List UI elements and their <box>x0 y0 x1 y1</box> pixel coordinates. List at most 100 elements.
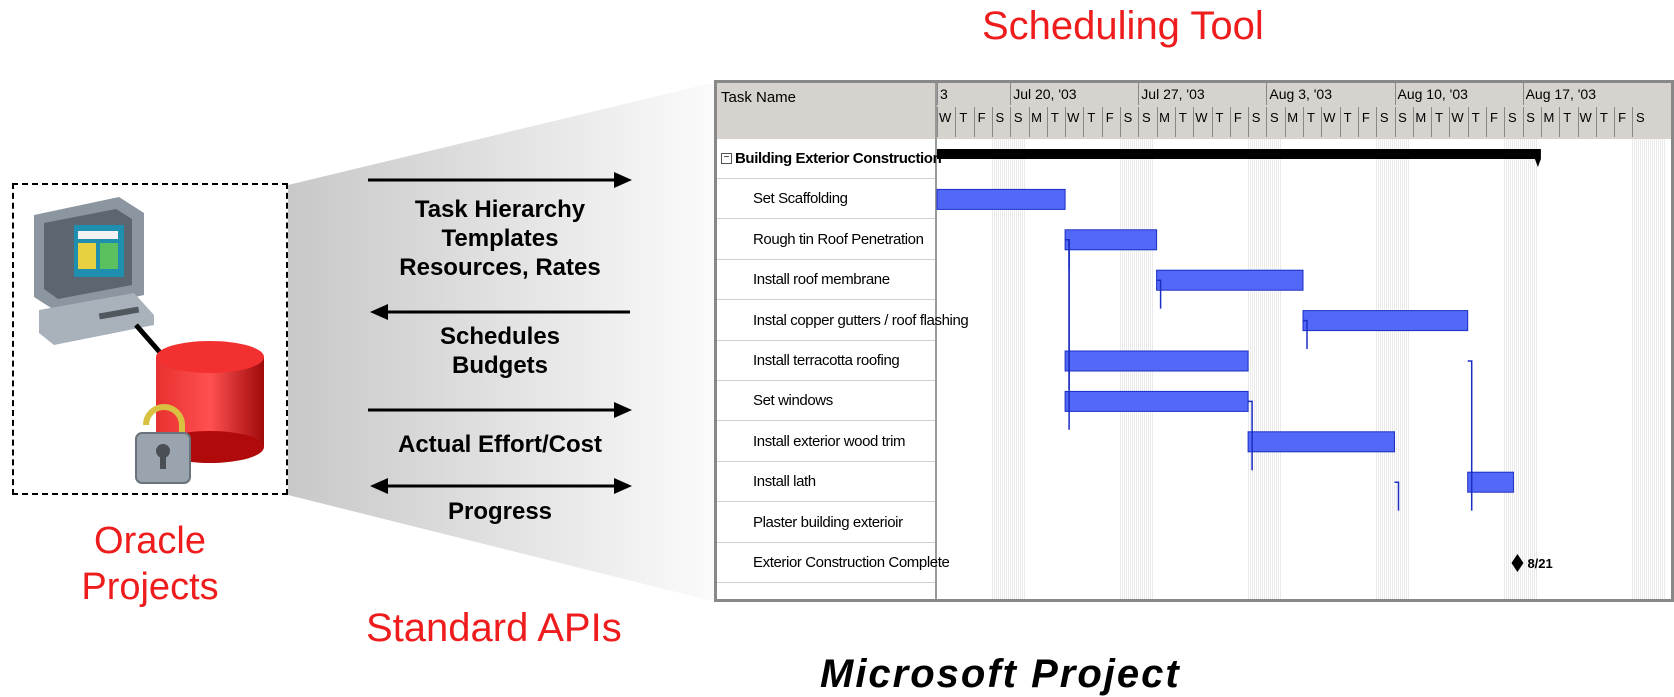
dependency-link <box>1467 360 1473 511</box>
computer-database-icon <box>34 197 264 484</box>
task-name: Plaster building exterioir <box>753 513 903 531</box>
day-label: T <box>959 110 968 125</box>
day-label: T <box>1307 110 1315 125</box>
label-task-hierarchy: Task Hierarchy <box>414 196 586 223</box>
task-row[interactable]: Plaster building exterioir <box>717 503 935 543</box>
task-bar[interactable] <box>1467 471 1514 493</box>
dependency-link <box>1248 400 1253 471</box>
to-tool-labels: Task Hierarchy Templates Resources, Rate… <box>350 195 650 282</box>
standard-apis-label: Standard APIs <box>366 606 622 650</box>
day-label: T <box>1435 110 1444 125</box>
oracle-projects-box <box>12 183 288 495</box>
label-schedules: Schedules <box>439 323 561 350</box>
label-templates: Templates <box>441 225 559 252</box>
day-label: M <box>1415 110 1427 125</box>
day-label: S <box>1123 110 1133 125</box>
task-name: Instal copper gutters / roof flashing <box>753 311 969 329</box>
day-label: W <box>1323 110 1336 125</box>
scheduling-tool-title: Scheduling Tool <box>982 4 1264 48</box>
label-budgets: Budgets <box>452 352 548 379</box>
task-name: Install exterior wood trim <box>753 432 906 450</box>
day-label: M <box>1031 110 1042 125</box>
oracle-label-line2: Projects <box>81 566 219 608</box>
week-label: 3 <box>940 86 948 102</box>
day-label: S <box>1141 110 1151 125</box>
oracle-label-line1: Oracle <box>94 520 206 562</box>
task-row[interactable]: Install terracotta roofing <box>717 341 935 381</box>
day-label: W <box>1195 110 1208 125</box>
day-label: S <box>1379 110 1389 125</box>
task-name: Rough tin Roof Penetration <box>753 230 924 248</box>
day-label: S <box>1398 110 1407 125</box>
milestone-label: 8/21 <box>1527 556 1552 571</box>
task-row[interactable]: Exterior Construction Complete <box>717 543 950 583</box>
day-label: T <box>1178 110 1187 125</box>
day-label: S <box>1507 110 1517 125</box>
task-bar[interactable] <box>1064 229 1158 251</box>
task-name-header: Task Name <box>721 89 797 106</box>
day-label: T <box>1343 110 1352 125</box>
task-name: Set windows <box>753 392 833 410</box>
day-label: F <box>1233 110 1242 125</box>
day-label: T <box>1563 110 1572 125</box>
week-label: Aug 3, '03 <box>1269 86 1333 102</box>
milestone-marker <box>1511 554 1524 572</box>
day-label: T <box>1471 110 1480 125</box>
task-bar[interactable] <box>936 188 1066 210</box>
task-row[interactable]: Set Scaffolding <box>717 179 935 220</box>
task-row[interactable]: Install exterior wood trim <box>717 422 935 462</box>
task-name: Install lath <box>753 473 816 491</box>
day-label: S <box>1251 110 1261 125</box>
task-bar[interactable] <box>1064 350 1249 372</box>
task-bar[interactable] <box>1247 431 1395 453</box>
week-label: Aug 10, '03 <box>1397 86 1468 102</box>
gantt-chart: Task Name 3 Jul 20, '03 Jul 27, '03 Aug 3, … <box>714 80 1674 602</box>
day-label: F <box>1618 110 1627 125</box>
gantt-bars: 8/21 <box>936 149 1553 572</box>
task-row[interactable]: Instal copper gutters / roof flashing <box>717 301 969 341</box>
task-bar[interactable] <box>1156 269 1304 291</box>
day-label: M <box>1543 110 1555 125</box>
from-tool-labels: Schedules Budgets <box>350 322 650 380</box>
task-row[interactable]: Set windows <box>717 381 935 422</box>
bottom-caption: Microsoft Project <box>820 652 1181 696</box>
task-name: Install roof membrane <box>753 271 890 289</box>
task-bar[interactable] <box>1302 310 1469 332</box>
week-label: Jul 27, '03 <box>1141 86 1205 102</box>
day-label: W <box>1451 110 1464 125</box>
collapse-toggle-icon[interactable]: − <box>721 153 732 164</box>
day-label: W <box>1579 110 1592 125</box>
day-label: S <box>1013 110 1023 125</box>
day-label: F <box>1361 110 1370 125</box>
task-row[interactable]: Rough tin Roof Penetration <box>717 220 935 260</box>
day-label: S <box>1636 110 1645 125</box>
day-label: W <box>1067 110 1080 125</box>
day-label: T <box>1599 110 1608 125</box>
oracle-projects-label: Oracle Projects <box>40 518 260 610</box>
dependency-link <box>1394 481 1400 511</box>
day-label: F <box>977 110 986 125</box>
task-name: Set Scaffolding <box>753 190 848 208</box>
week-label: Jul 20, '03 <box>1013 86 1077 102</box>
day-label: W <box>939 110 952 125</box>
label-progress: Progress <box>447 498 553 525</box>
day-label: T <box>1215 110 1224 125</box>
summary-bar <box>937 149 1541 159</box>
week-label: Aug 17, '03 <box>1525 86 1596 102</box>
day-label: S <box>995 110 1005 125</box>
label-actual-effort-cost: Actual Effort/Cost <box>398 431 602 458</box>
task-row[interactable]: Install roof membrane <box>717 260 935 301</box>
task-row[interactable]: Install lath <box>717 462 935 503</box>
task-name: Install terracotta roofing <box>753 352 900 369</box>
task-name: Exterior Construction Complete <box>753 554 950 571</box>
task-bar[interactable] <box>1064 390 1249 412</box>
day-label: T <box>1087 110 1096 125</box>
day-label: S <box>1270 110 1279 125</box>
day-label: M <box>1287 110 1299 125</box>
day-label: F <box>1490 110 1498 125</box>
day-label: F <box>1105 110 1114 125</box>
task-row[interactable]: −Building Exterior Construction <box>717 139 942 179</box>
day-label: M <box>1159 110 1171 125</box>
